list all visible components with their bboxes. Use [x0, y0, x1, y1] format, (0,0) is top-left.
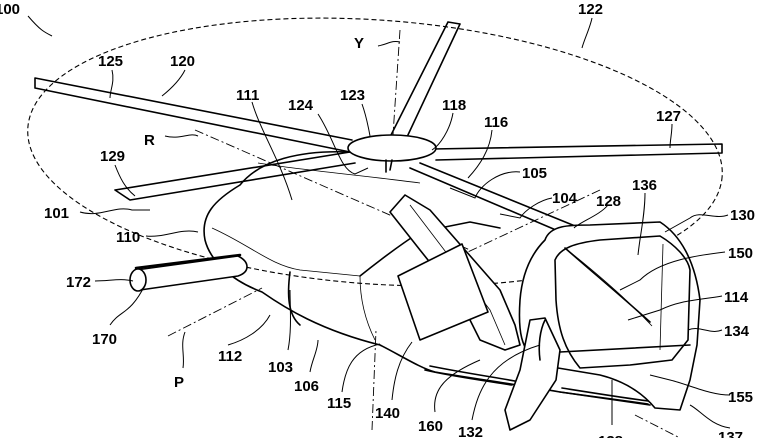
label-124: 124 — [288, 97, 314, 114]
label-172: 172 — [66, 274, 91, 291]
label-134: 134 — [724, 323, 750, 340]
label-101: 101 — [44, 205, 69, 222]
rotor-hub — [347, 134, 437, 162]
pylon — [389, 194, 521, 351]
leader-lines — [27, 15, 731, 429]
label-105: 105 — [522, 165, 547, 182]
label-140: 140 — [375, 405, 400, 422]
label-130: 130 — [730, 207, 755, 224]
label-170: 170 — [92, 331, 117, 348]
label-136: 136 — [632, 177, 657, 194]
label-110: 110 — [116, 229, 140, 246]
label-118: 118 — [442, 97, 466, 114]
stub-wing-172 — [129, 253, 248, 292]
label-115: 115 — [327, 395, 351, 412]
axis-line-4 — [634, 414, 681, 438]
label-R: R — [144, 132, 155, 149]
label-122: 122 — [578, 1, 603, 18]
yaw-axis-Y — [392, 29, 401, 136]
label-106: 106 — [294, 378, 319, 395]
label-103: 103 — [268, 359, 293, 376]
label-114: 114 — [724, 289, 749, 306]
label-160: 160 — [418, 418, 443, 435]
label-137: 137 — [718, 429, 743, 438]
label-104: 104 — [552, 190, 578, 207]
label-125: 125 — [98, 53, 123, 70]
label-155: 155 — [728, 389, 753, 406]
label-138: 138 — [598, 433, 623, 438]
label-127: 127 — [656, 108, 681, 125]
label-P: P — [174, 374, 184, 391]
axis-line-2 — [439, 189, 601, 266]
label-120: 120 — [170, 53, 195, 70]
label-Y: Y — [354, 35, 364, 52]
pitch-axis-P — [167, 287, 263, 337]
label-150: 150 — [728, 245, 753, 262]
label-111: 111 — [236, 87, 259, 104]
label-123: 123 — [340, 87, 365, 104]
label-128: 128 — [596, 193, 621, 210]
label-116: 116 — [484, 114, 508, 131]
label-100: 100 — [0, 1, 20, 18]
rotor-disk-outline — [27, 17, 723, 287]
label-112: 112 — [218, 348, 242, 365]
label-132: 132 — [458, 424, 483, 438]
reference-labels: 100 122 Y 125 120 111 124 123 118 116 12… — [0, 1, 755, 438]
label-129: 129 — [100, 148, 125, 165]
